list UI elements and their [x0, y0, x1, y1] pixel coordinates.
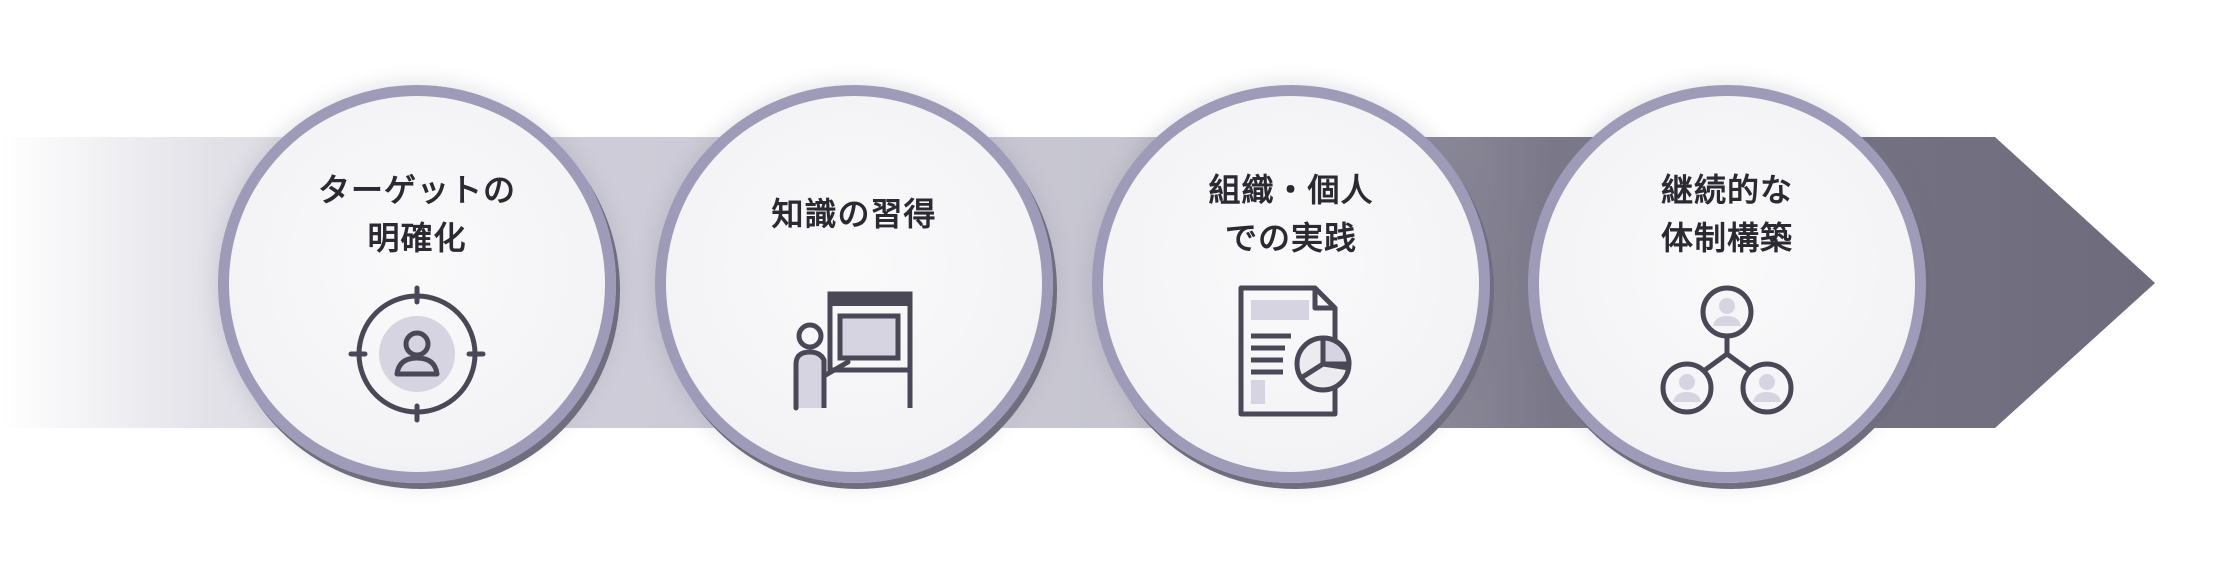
organization-network-icon — [1660, 285, 1794, 415]
step-label-line2: 体制構築 — [1660, 219, 1793, 257]
step-label-line2: 明確化 — [367, 219, 467, 257]
step-label: 知識の習得 — [666, 190, 1042, 238]
target-person-icon — [348, 285, 486, 423]
step-label-line2: での実践 — [1224, 219, 1357, 257]
step-label-line1: ターゲットの — [317, 171, 516, 209]
step-label: 組織・個人 での実践 — [1103, 166, 1479, 262]
step-organization-practice: 組織・個人 での実践 — [1092, 85, 1490, 483]
step-label: 継続的な 体制構築 — [1539, 166, 1915, 262]
report-pie-chart-icon — [1238, 285, 1352, 417]
step-continuous-system: 継続的な 体制構築 — [1528, 85, 1926, 483]
step-knowledge-acquisition: 知識の習得 — [655, 85, 1053, 483]
step-label: ターゲットの 明確化 — [229, 166, 605, 262]
presentation-board-icon — [793, 291, 913, 411]
step-label-line1: 継続的な — [1660, 171, 1793, 209]
step-target-clarification: ターゲットの 明確化 — [218, 85, 616, 483]
step-label-line1: 知識の習得 — [771, 195, 937, 233]
step-label-line1: 組織・個人 — [1208, 171, 1374, 209]
